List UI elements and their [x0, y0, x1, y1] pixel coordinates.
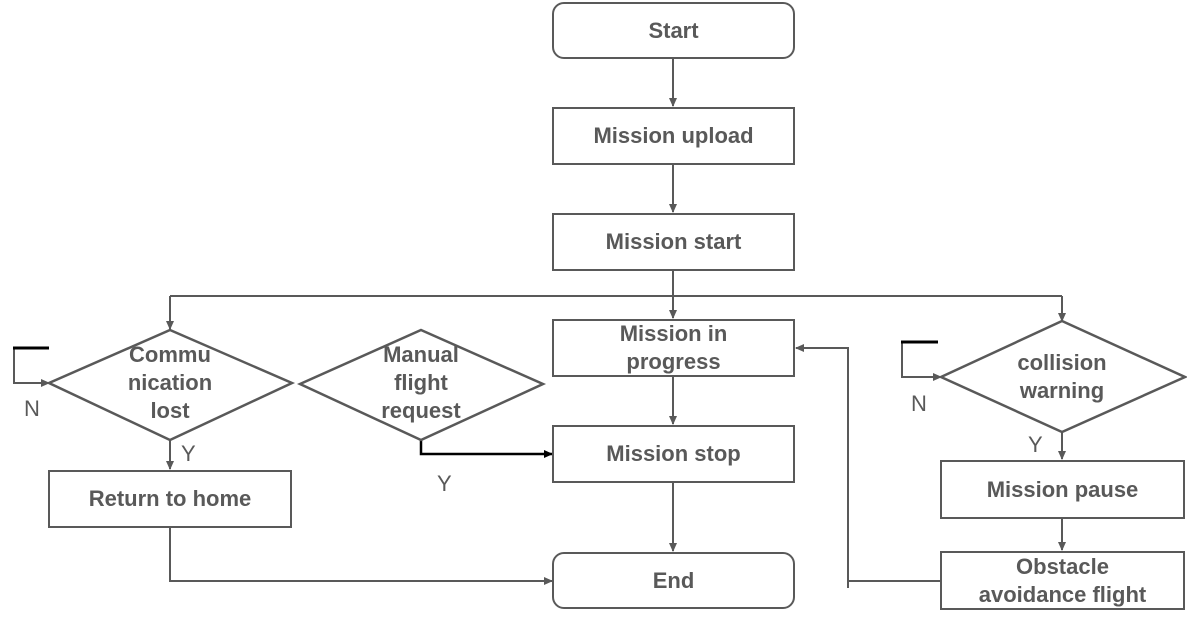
- mission-pause-node: Mission pause: [940, 460, 1185, 519]
- mission-pause-label: Mission pause: [986, 476, 1139, 502]
- mission-start-label: Mission start: [605, 229, 742, 254]
- communication-lost-label: Commu nication lost: [127, 342, 213, 423]
- edge-manual-stop: [419, 440, 553, 458]
- mission-upload-label: Mission upload: [593, 123, 754, 148]
- manual-yes-label: Y: [437, 471, 452, 496]
- edge-obstacle-progress: [795, 344, 940, 582]
- mission-upload-node: Mission upload: [552, 107, 795, 165]
- start-label: Start: [648, 17, 699, 43]
- mission-stop-label: Mission stop: [606, 441, 741, 466]
- return-to-home-label: Return to home: [88, 486, 252, 511]
- collision-yes-label: Y: [1028, 432, 1043, 457]
- comm-no-label: N: [24, 396, 40, 421]
- end-node: End: [552, 552, 795, 609]
- edge-return-end: [169, 528, 553, 585]
- end-label: End: [652, 567, 695, 593]
- start-node: Start: [552, 2, 795, 59]
- manual-flight-request-diamond: [296, 328, 547, 442]
- mission-in-progress-node: Mission in progress: [552, 319, 795, 377]
- edge-collision-no-loop: [901, 342, 942, 381]
- obstacle-avoidance-flight-node: Obstacle avoidance flight: [940, 551, 1185, 610]
- mission-stop-node: Mission stop: [552, 425, 795, 483]
- edge-comm-no-loop: [13, 348, 50, 387]
- obstacle-avoidance-flight-label: Obstacle avoidance flight: [978, 553, 1147, 607]
- collision-no-label: N: [911, 391, 927, 416]
- comm-yes-label: Y: [181, 441, 196, 466]
- collision-warning-label: collision warning: [1017, 350, 1107, 403]
- mission-start-node: Mission start: [552, 213, 795, 271]
- return-to-home-node: Return to home: [48, 470, 292, 528]
- communication-lost-diamond: [45, 328, 296, 442]
- manual-flight-request-label: Manual flight request: [381, 342, 461, 423]
- collision-warning-diamond: [938, 319, 1187, 434]
- mission-in-progress-label: Mission in progress: [619, 321, 728, 374]
